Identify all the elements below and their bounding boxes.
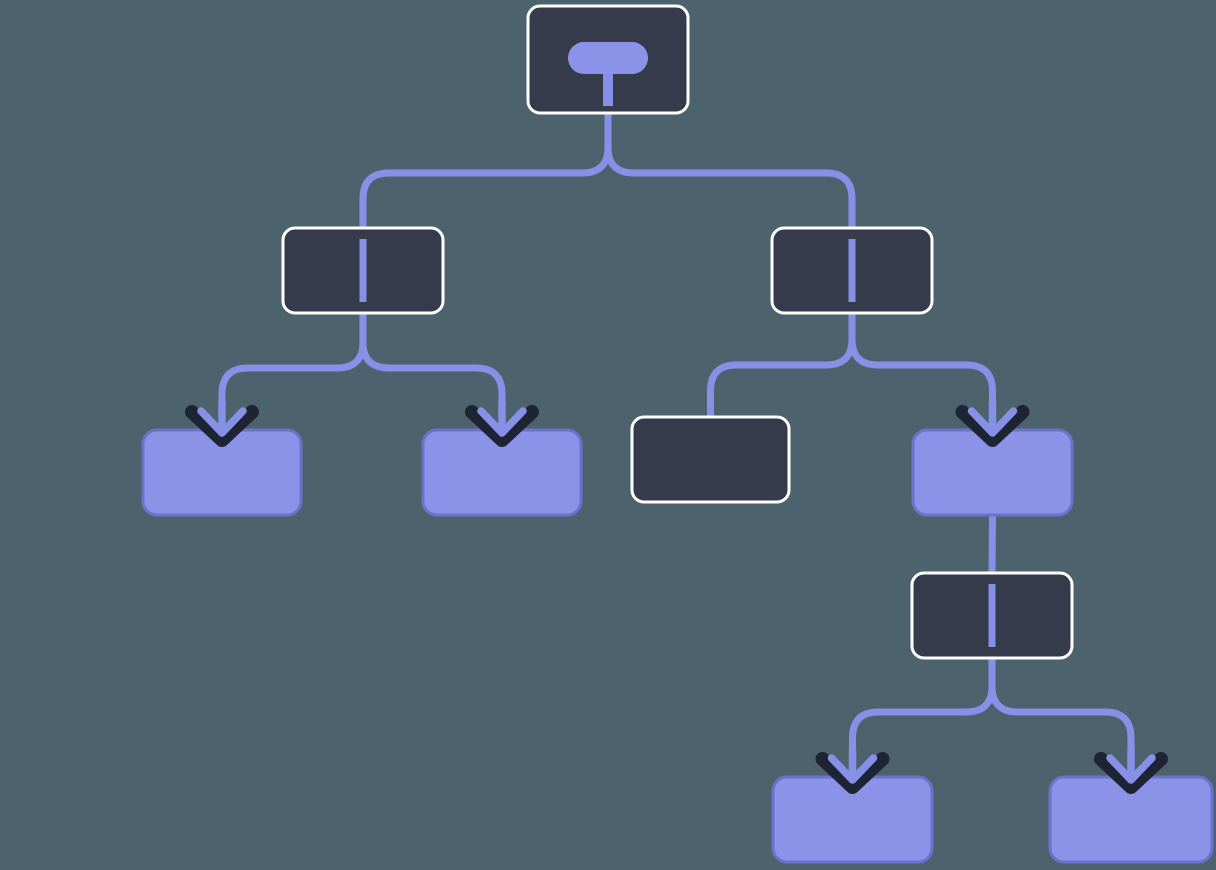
- node-branch-low[interactable]: [910, 571, 1074, 660]
- arrowhead-down-icon: [827, 745, 878, 784]
- drop-target-marker: [955, 398, 1030, 447]
- nodes-layer: [141, 4, 1214, 864]
- chevron-down-icon: [955, 405, 1030, 447]
- connector-edge: [988, 658, 1135, 751]
- chevron-down-icon: [1094, 752, 1168, 794]
- chevron-down-icon: [815, 752, 890, 794]
- connector-edge: [849, 658, 996, 751]
- connector-edge: [988, 514, 996, 577]
- connector-edge: [848, 313, 996, 404]
- connector-edge: [359, 113, 612, 231]
- arrowhead-down-icon: [197, 398, 247, 437]
- chevron-down-icon: [185, 405, 259, 447]
- drop-target-marker: [185, 398, 259, 447]
- drop-target-marker: [465, 398, 539, 447]
- dark-node-box[interactable]: [630, 415, 791, 504]
- node-node-c[interactable]: [630, 415, 791, 504]
- node-title-pill: [568, 42, 648, 74]
- drop-target-marker: [815, 745, 890, 794]
- connector-edge: [359, 313, 506, 404]
- connector-edge: [707, 313, 856, 420]
- arrowhead-down-icon: [967, 398, 1018, 437]
- arrowhead-down-icon: [477, 398, 527, 437]
- node-branch-right[interactable]: [770, 226, 934, 315]
- chevron-down-icon: [465, 405, 539, 447]
- connector-edge: [604, 113, 856, 231]
- node-root[interactable]: [526, 4, 690, 115]
- connector-edge: [218, 313, 367, 404]
- drop-target-marker: [1094, 745, 1168, 794]
- edges-layer: [218, 113, 1135, 751]
- node-branch-left[interactable]: [281, 226, 445, 315]
- arrowhead-down-icon: [1106, 745, 1156, 784]
- markers-layer: [185, 398, 1168, 794]
